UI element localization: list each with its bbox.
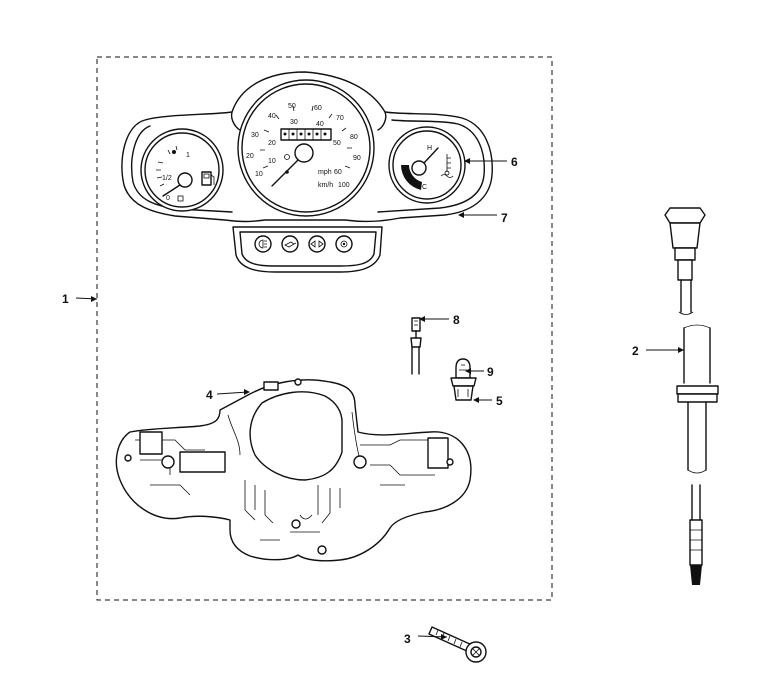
- kmh-tick-20: 20: [246, 153, 254, 160]
- coolant-temp-icon: [440, 154, 454, 178]
- callout-numbers: 1 2 3 4 5 6 7 8 9: [62, 155, 639, 646]
- kmh-max: 100: [338, 182, 350, 189]
- mph-tick-10: 10: [268, 158, 276, 165]
- speedometer: 10 20 30 40 50 60 70 80 90 10 20 30 40 5…: [237, 79, 375, 217]
- leader-lines: [75, 158, 684, 640]
- kmh-tick-40: 40: [268, 113, 276, 120]
- fuel-gauge: 1 1/2 0: [140, 128, 224, 212]
- bulb-with-wire: [410, 317, 422, 375]
- kmh-label: km/h: [318, 182, 333, 189]
- callout-7: 7: [501, 211, 508, 225]
- callout-6: 6: [511, 155, 518, 169]
- temperature-gauge: H C: [388, 126, 466, 204]
- assembly-boundary: [96, 56, 553, 601]
- temp-hot-label: H: [427, 145, 432, 152]
- mph-label: mph: [318, 169, 332, 176]
- mph-tick-40: 40: [316, 121, 324, 128]
- kmh-tick-80: 80: [350, 134, 358, 141]
- mph-tick-20: 20: [268, 140, 276, 147]
- kmh-tick-50: 50: [288, 103, 296, 110]
- kmh-tick-60: 60: [314, 105, 322, 112]
- mph-tick-50: 50: [333, 140, 341, 147]
- fuel-pump-icon: [201, 171, 215, 186]
- kmh-tick-90: 90: [353, 155, 361, 162]
- callout-1: 1: [62, 292, 69, 306]
- fuel-half-mark: 1/2: [162, 175, 172, 182]
- speedometer-cable: [664, 207, 719, 585]
- kmh-tick-70: 70: [336, 115, 344, 122]
- mph-tick-60: 60: [334, 169, 342, 176]
- turn-signal-icon: [310, 240, 324, 248]
- screw: [428, 626, 487, 663]
- headlight-icon: [258, 239, 267, 249]
- callout-4: 4: [206, 388, 213, 402]
- oil-icon: [284, 241, 297, 248]
- kmh-tick-10: 10: [255, 171, 263, 178]
- callout-2: 2: [632, 344, 639, 358]
- temp-cold-label: C: [422, 184, 427, 191]
- printed-circuit-board: [115, 378, 472, 562]
- fuel-full-mark: 1: [186, 152, 190, 159]
- callout-3: 3: [404, 632, 411, 646]
- kmh-tick-30: 30: [251, 132, 259, 139]
- fuel-empty-mark: 0: [166, 195, 170, 202]
- wedge-bulb-and-socket: [450, 358, 477, 401]
- callout-5: 5: [496, 394, 503, 408]
- indicator-lamps: [254, 235, 353, 253]
- mph-tick-30: 30: [290, 119, 298, 126]
- callout-8: 8: [453, 313, 460, 327]
- high-beam-icon: [340, 240, 348, 248]
- callout-9: 9: [487, 365, 494, 379]
